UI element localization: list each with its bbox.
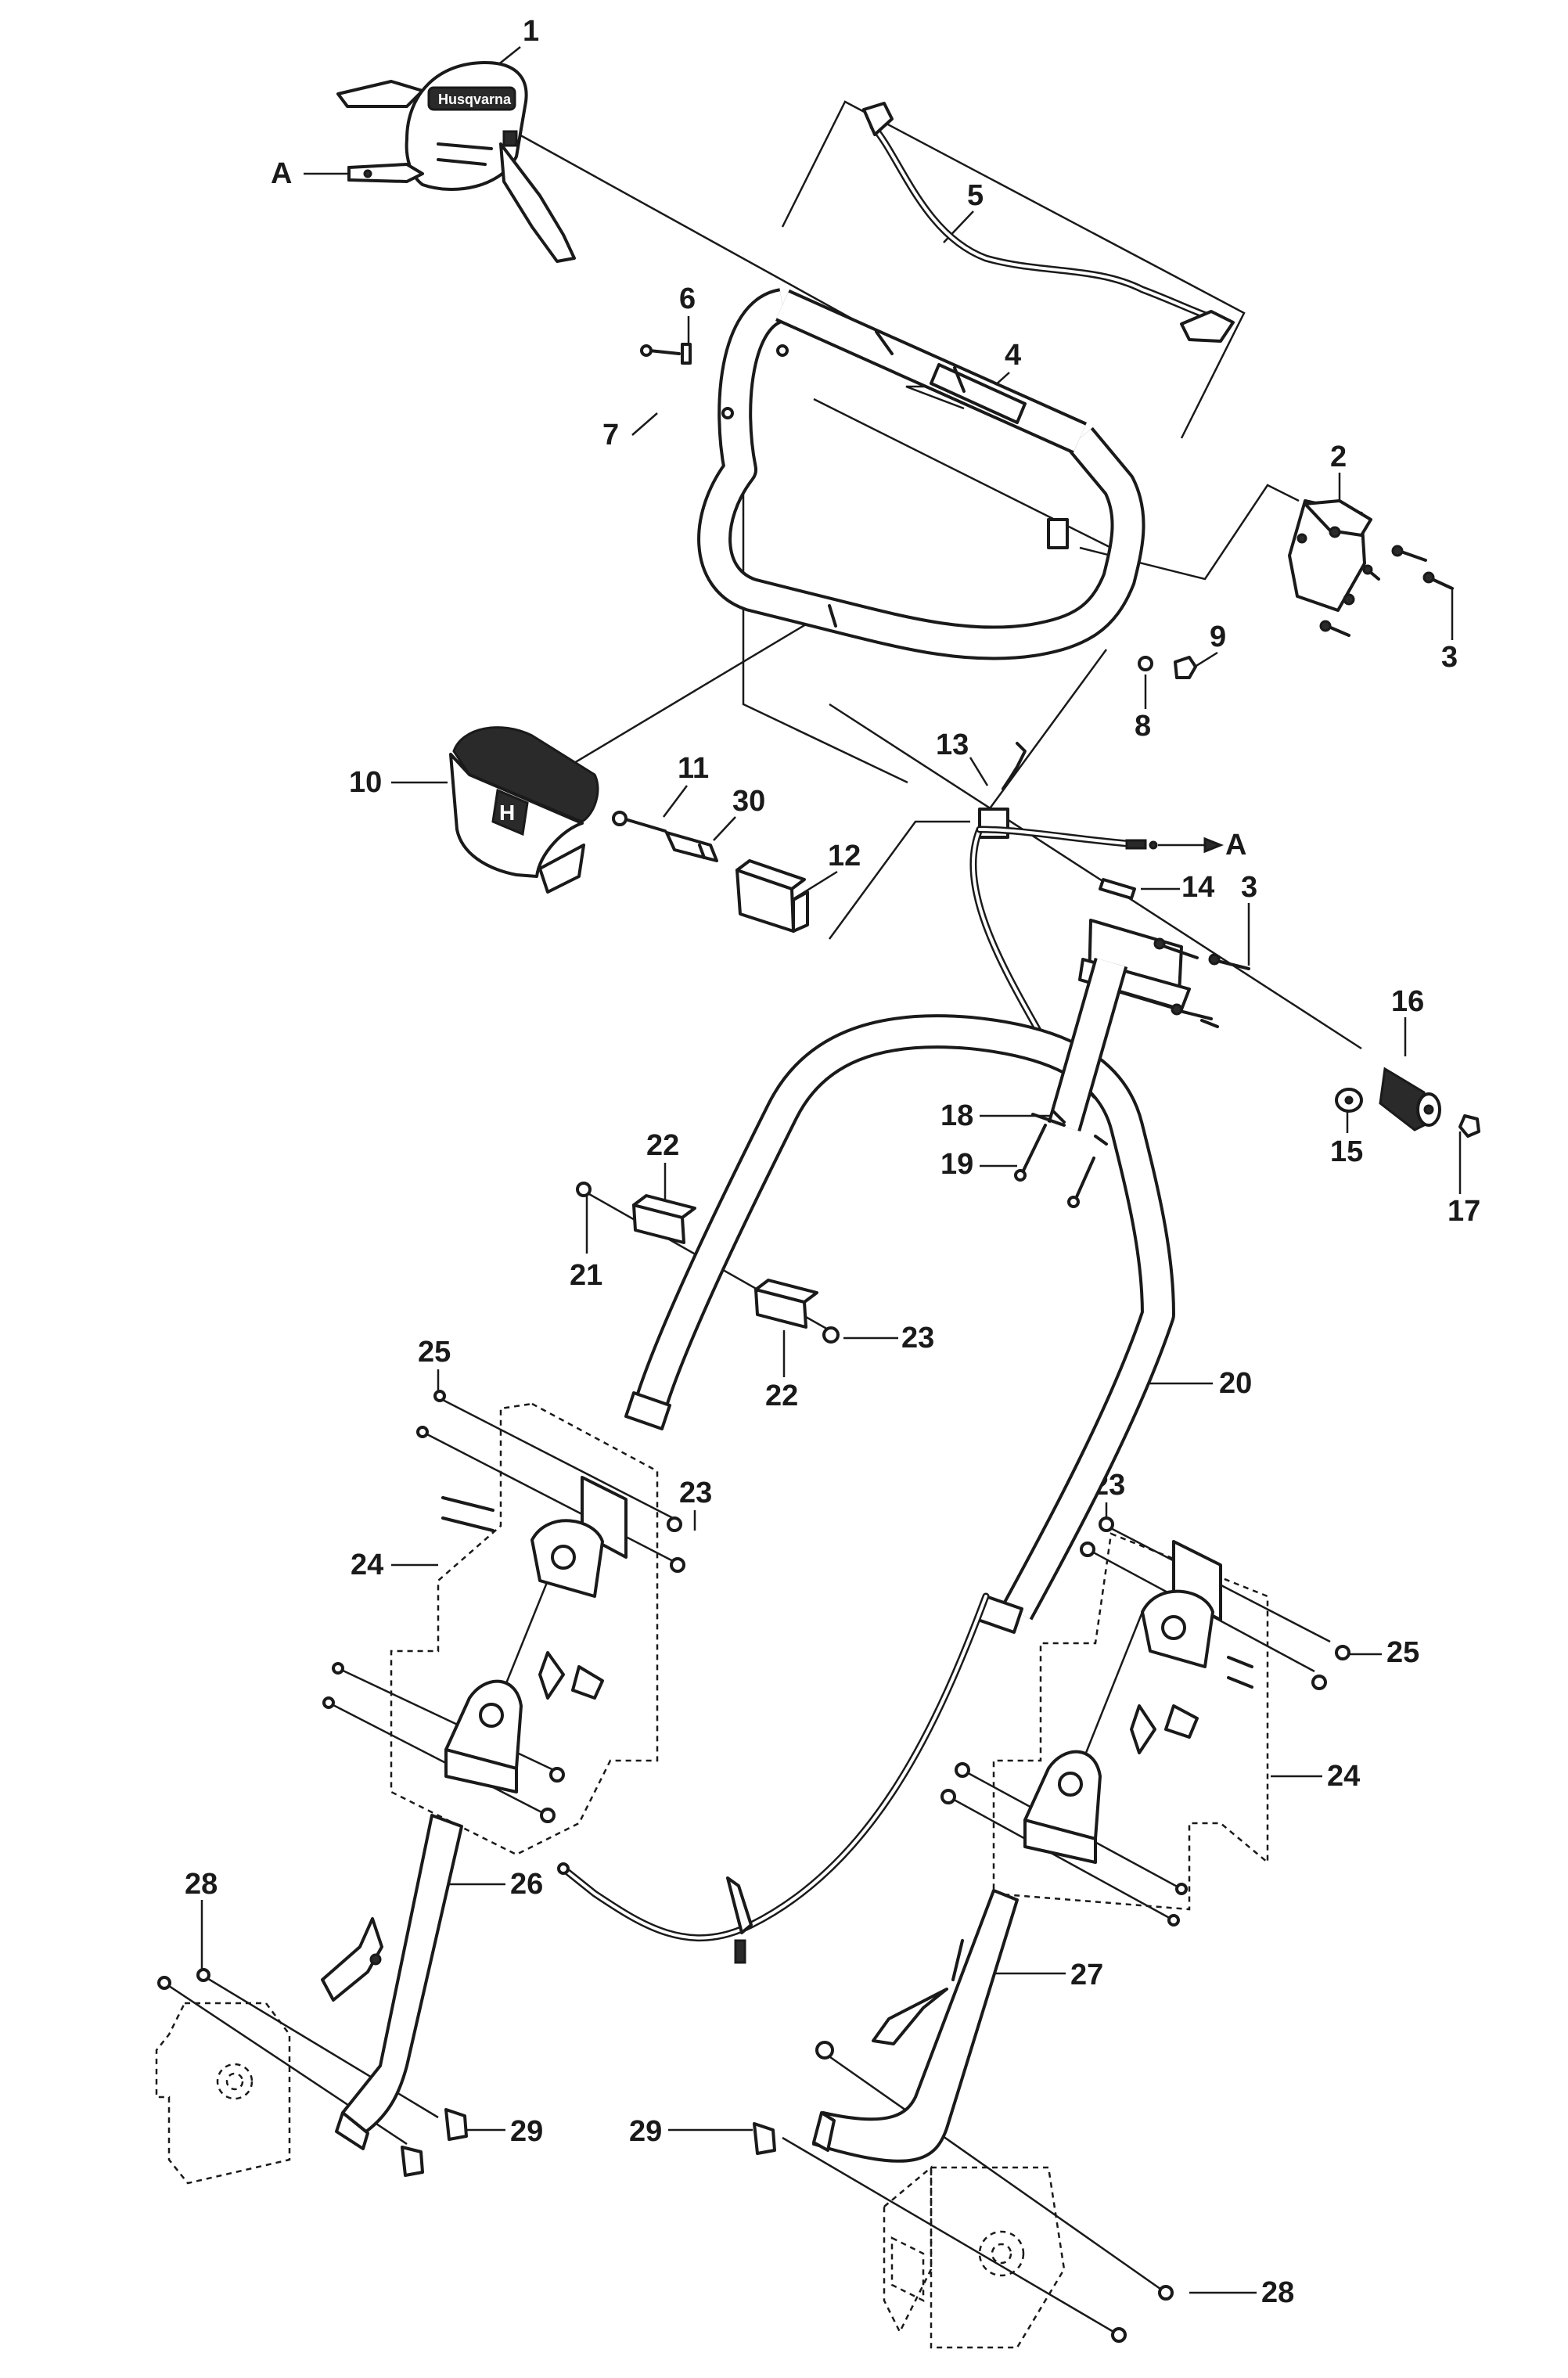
callout-8: 8	[1135, 710, 1151, 743]
bolt-part-11	[612, 811, 667, 833]
bolt-part-21	[576, 1182, 592, 1197]
control-unit-part-1: Husqvarna	[336, 61, 576, 263]
callout-23-center: 23	[901, 1322, 934, 1354]
wheel-bracket-right	[753, 2041, 1174, 2349]
callout-15: 15	[1330, 1135, 1363, 1168]
callout-10: 10	[349, 766, 382, 799]
callout-21: 21	[570, 1259, 602, 1292]
callout-27: 27	[1070, 1959, 1103, 1991]
lower-cable	[557, 1592, 990, 1964]
callout-22-upper: 22	[646, 1129, 679, 1162]
callout-11: 11	[678, 752, 709, 785]
callout-24-right: 24	[1327, 1760, 1360, 1793]
callout-18: 18	[940, 1099, 973, 1132]
callout-23-left: 23	[679, 1477, 712, 1509]
washer-part-15	[1335, 1088, 1363, 1113]
callout-30: 30	[732, 785, 765, 818]
callout-a-upper: A	[271, 157, 292, 190]
callout-4: 4	[1005, 339, 1021, 372]
bracket-part-2	[1288, 499, 1454, 637]
husqvarna-emblem	[491, 788, 529, 836]
hinge-assembly-part-24-left	[322, 1390, 685, 1856]
callout-22-lower: 22	[765, 1380, 798, 1412]
callout-13: 13	[936, 729, 969, 761]
knob-part-16	[1379, 1067, 1441, 1131]
husqvarna-logo-plate	[427, 86, 516, 111]
wheel-bracket-left	[155, 1968, 468, 2185]
callout-29-right: 29	[510, 2115, 543, 2148]
bolt-part-7-washer-part-6	[640, 343, 692, 365]
callout-3-lower: 3	[1241, 871, 1257, 904]
clip-part-22-upper	[632, 1194, 696, 1244]
callout-5: 5	[967, 179, 984, 212]
callout-labels: 1 2 3 3 4 5 6 7 8 9 10 11 12 13 14 15 16…	[185, 15, 1480, 2309]
hinge-assembly-part-24-right	[940, 1516, 1350, 1927]
upper-handle-part-4	[697, 288, 1145, 660]
callout-1: 1	[523, 15, 539, 48]
husqvarna-emblem-letter: H	[499, 800, 515, 825]
right-arm-part-27	[812, 1889, 1019, 2163]
callout-16: 16	[1391, 985, 1424, 1018]
callout-28-left: 28	[185, 1868, 218, 1901]
left-arm-part-26	[321, 1814, 463, 2150]
callout-20: 20	[1219, 1367, 1252, 1400]
clip-part-22-lower	[754, 1279, 818, 1329]
husqvarna-logo-text: Husqvarna	[438, 92, 512, 107]
washer-part-8-nut-part-9	[1138, 656, 1197, 679]
callout-3-upper: 3	[1441, 641, 1458, 674]
callout-6: 6	[679, 282, 696, 315]
assembly-lines	[164, 100, 1362, 2337]
callout-26: 26	[510, 1868, 543, 1901]
callout-24-left: 24	[351, 1549, 383, 1581]
callout-2: 2	[1330, 441, 1347, 473]
callout-14: 14	[1181, 871, 1214, 904]
leader-lines	[200, 46, 1462, 2294]
nut-part-23-center	[822, 1326, 840, 1344]
callout-28-right: 28	[1261, 2276, 1294, 2309]
callout-9: 9	[1210, 621, 1226, 653]
callout-25-left: 25	[418, 1336, 451, 1369]
callout-17: 17	[1448, 1195, 1480, 1228]
callout-19: 19	[940, 1148, 973, 1181]
cover-part-10: H	[449, 726, 599, 894]
main-handle-part-20	[624, 957, 1175, 1634]
bracket-part-12	[735, 859, 809, 933]
callout-a-lower: A	[1225, 829, 1246, 862]
screws-part-19-washers-part-18	[1014, 1110, 1108, 1208]
callout-7: 7	[602, 419, 619, 451]
callout-25-right: 25	[1386, 1636, 1419, 1669]
cable-part-5	[862, 102, 1235, 343]
spacer-part-30	[665, 831, 718, 862]
callout-29-left: 29	[629, 2115, 662, 2148]
callout-12: 12	[828, 840, 861, 872]
nut-part-17	[1458, 1114, 1480, 1138]
